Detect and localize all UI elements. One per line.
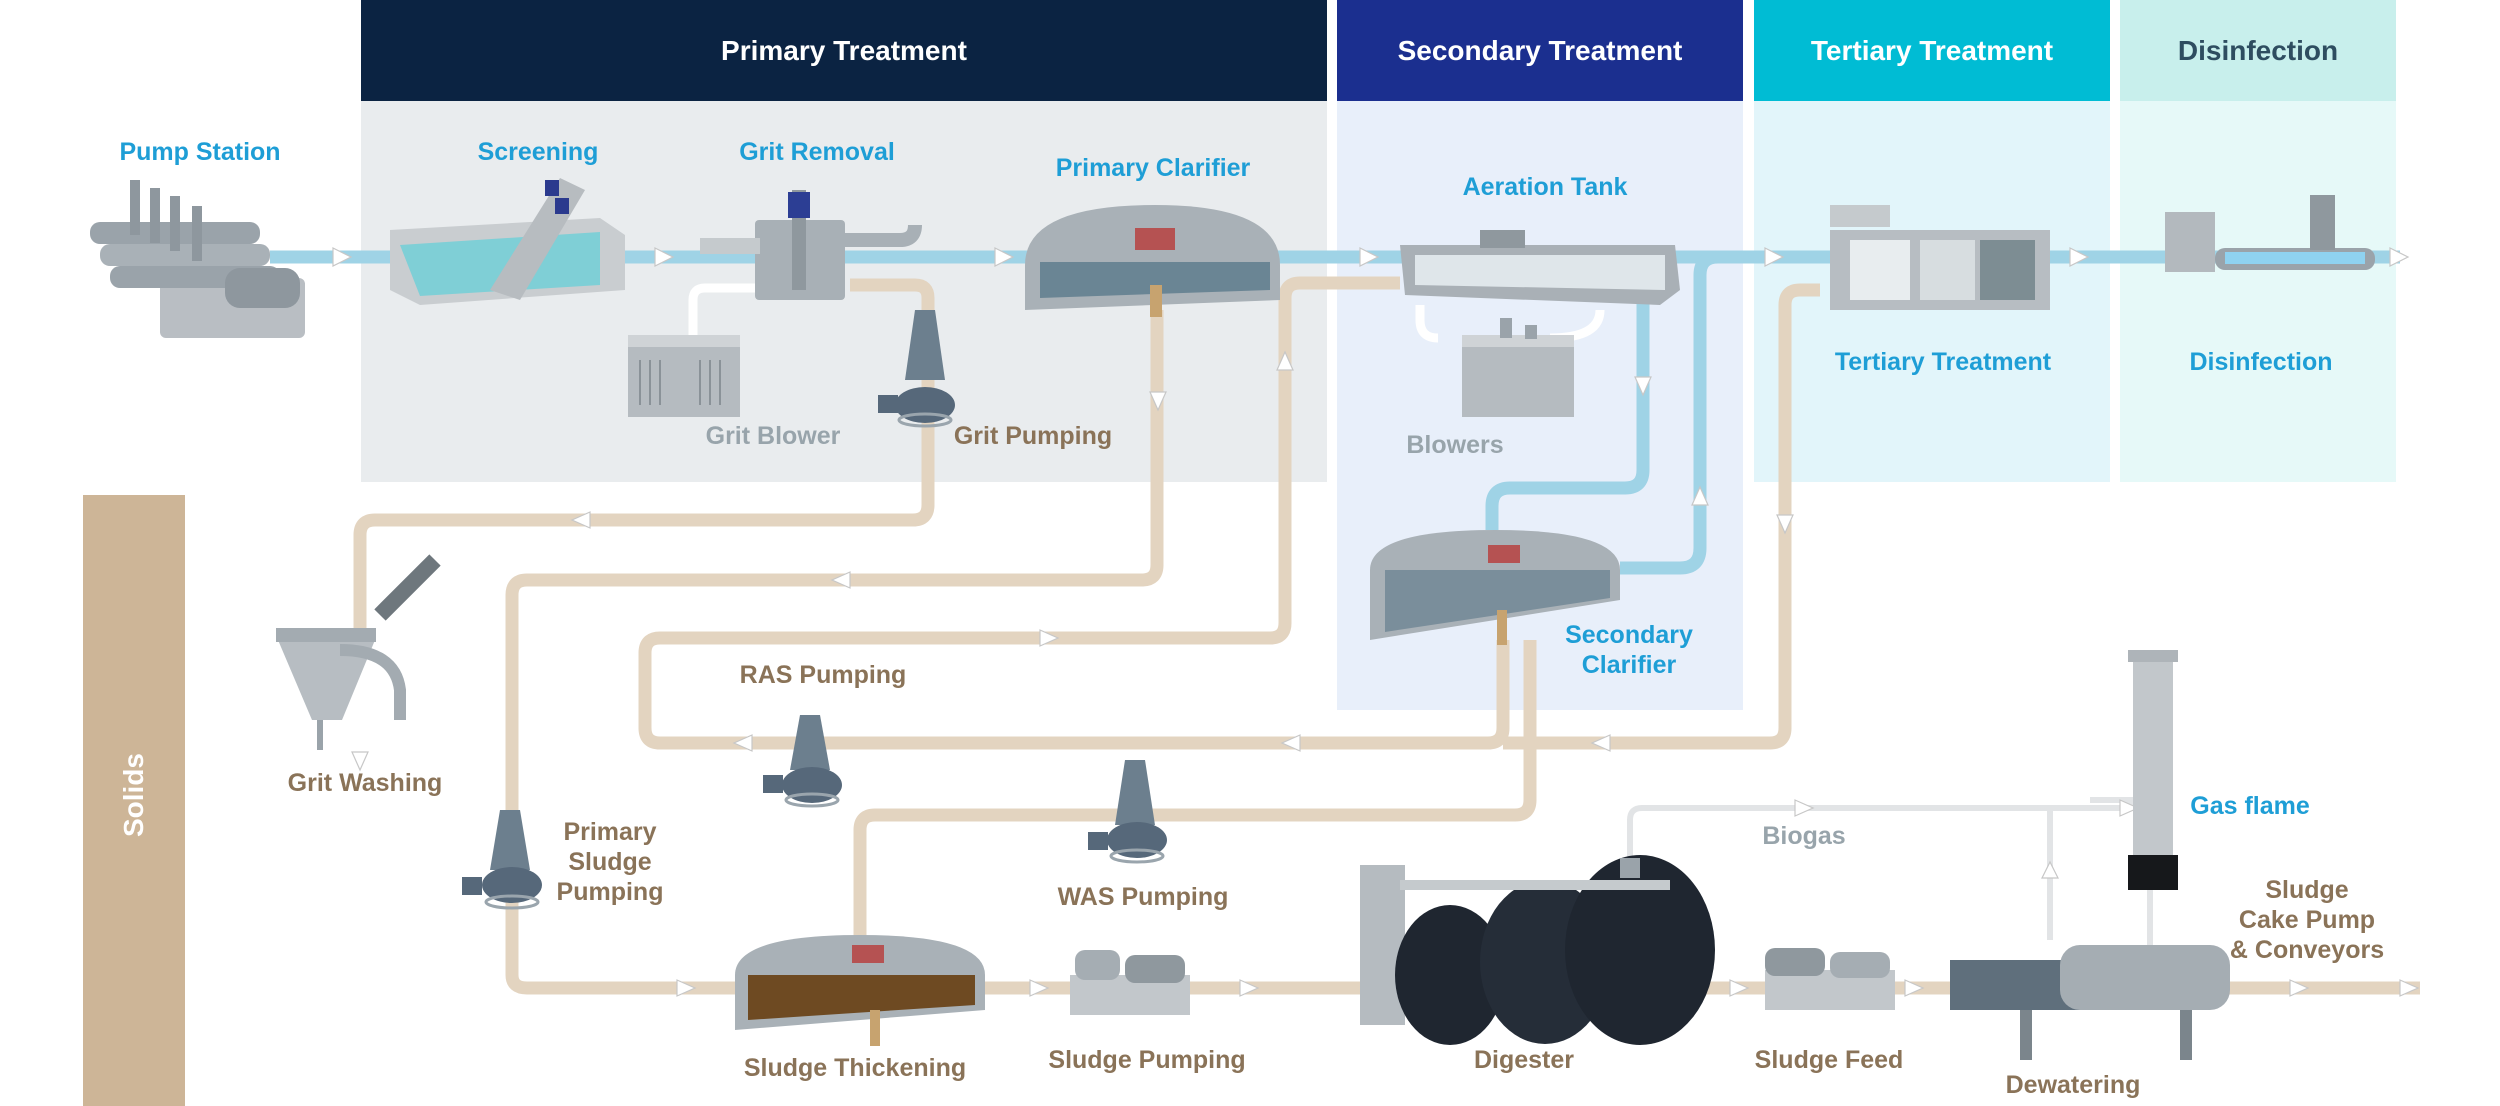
water-arrows (332, 247, 2410, 506)
grit-pump-equipment (878, 310, 955, 428)
blowers-equipment (1462, 318, 1574, 417)
label-primary-sludge-pumping-line1: Primary (563, 818, 657, 846)
label-grit-blower: Grit Blower (705, 422, 841, 450)
label-secondary-clarifier-line2: Clarifier (1581, 651, 1677, 679)
label-gas-flame: Gas flame (2190, 792, 2310, 820)
label-biogas: Biogas (1762, 822, 1846, 850)
header-secondary-treatment: Secondary Treatment (1337, 0, 1743, 101)
header-primary-treatment: Primary Treatment (361, 0, 1327, 101)
gas-arrow (2041, 860, 2059, 879)
label-primary-sludge-pumping-line2: Sludge (568, 848, 652, 876)
gas-arrow (1794, 799, 1815, 817)
label-dewatering: Dewatering (2005, 1071, 2141, 1099)
dewatering-equipment (1950, 945, 2230, 1060)
sludge-thickening-equipment (735, 935, 985, 1046)
digester-equipment (1360, 855, 1715, 1045)
tertiary-treatment-equipment (1830, 205, 2050, 310)
screening-equipment (390, 178, 625, 305)
label-pump-station: Pump Station (119, 138, 281, 166)
label-grit-removal: Grit Removal (739, 138, 895, 166)
label-secondary-clarifier-line1: Secondary (1565, 621, 1693, 649)
secondary-clarifier-equipment (1370, 530, 1620, 645)
grit-washing-equipment (276, 554, 441, 750)
gas-flame-equipment (2128, 650, 2178, 890)
label-was-pumping: WAS Pumping (1057, 883, 1229, 911)
sludge-feed-equipment (1765, 948, 1895, 1010)
label-disinfection: Disinfection (2189, 348, 2333, 376)
label-aeration-tank: Aeration Tank (1462, 173, 1628, 201)
sludge-pump-equipment (1070, 950, 1190, 1015)
label-blowers: Blowers (1406, 431, 1504, 459)
label-sludge-cake-line3: & Conveyors (2229, 936, 2385, 964)
primary-sludge-pump-equipment (462, 810, 542, 910)
label-grit-pumping: Grit Pumping (953, 422, 1113, 450)
was-pump-equipment (1088, 760, 1167, 864)
label-sludge-cake-line2: Cake Pump (2238, 906, 2376, 934)
label-primary-clarifier: Primary Clarifier (1055, 154, 1251, 182)
label-ras-pumping: RAS Pumping (739, 661, 907, 689)
primary-clarifier-equipment (1025, 205, 1280, 317)
label-tertiary-treatment: Tertiary Treatment (1834, 348, 2052, 376)
gas-arrow (2119, 799, 2140, 817)
grit-blower-equipment (628, 335, 740, 417)
disinfection-zone (2120, 101, 2396, 482)
label-grit-washing: Grit Washing (287, 769, 443, 797)
label-screening: Screening (477, 138, 599, 166)
label-digester: Digester (1473, 1046, 1575, 1074)
pump-station-equipment (90, 180, 305, 338)
disinfection-equipment (2165, 195, 2375, 272)
label-sludge-thickening: Sludge Thickening (743, 1054, 967, 1082)
aeration-tank-equipment (1400, 230, 1680, 305)
header-tertiary-treatment: Tertiary Treatment (1754, 0, 2110, 101)
grit-removal-equipment (700, 190, 922, 300)
label-sludge-feed: Sludge Feed (1754, 1046, 1904, 1074)
label-primary-sludge-pumping-line3: Pumping (556, 878, 664, 906)
label-sludge-pumping: Sludge Pumping (1048, 1046, 1246, 1074)
header-disinfection: Disinfection (2120, 0, 2396, 101)
ras-pump-equipment (763, 715, 842, 808)
sludge-arrows (351, 350, 2420, 997)
label-sludge-cake-line1: Sludge (2265, 876, 2349, 904)
solids-bar: Solids (83, 495, 185, 1106)
